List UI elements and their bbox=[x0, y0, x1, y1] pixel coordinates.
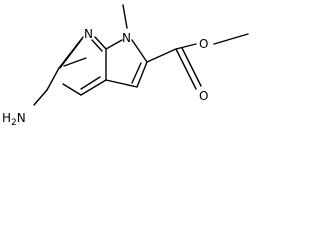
amino-h: H bbox=[2, 111, 11, 125]
atom-amino: H2N bbox=[2, 111, 26, 126]
bond-c5-amino bbox=[33, 89, 48, 106]
bond-c6-c7-double bbox=[63, 57, 87, 67]
atom-pyridine-n: N bbox=[84, 27, 93, 41]
bond-c2-c3-double bbox=[131, 62, 142, 84]
bond-c2-carbonyl-c bbox=[146, 48, 177, 63]
bond-carbonyl-c-o-ester bbox=[175, 43, 197, 50]
bond-carbonyl-double-2 bbox=[181, 47, 202, 87]
bond-carbonyl-double-1 bbox=[175, 48, 197, 90]
atom-ether-o: O bbox=[199, 37, 208, 51]
bond-c3a-c4-double bbox=[80, 76, 101, 90]
amino-n: N bbox=[17, 111, 26, 125]
bond-c5-c6 bbox=[46, 67, 60, 91]
bond-n7-c7a-double bbox=[91, 39, 103, 52]
bond-c4-c5 bbox=[62, 83, 82, 96]
molecule-diagram: N N O O H2N bbox=[0, 0, 292, 126]
bond-c3a-c4 bbox=[80, 79, 107, 96]
atom-pyrrole-n: N bbox=[122, 31, 131, 45]
bond-n7-c7a bbox=[94, 36, 107, 50]
bond-c6-n7 bbox=[58, 36, 84, 69]
bond-c7a-n1 bbox=[105, 39, 123, 50]
structure-drawing: N N O O H2N bbox=[2, 4, 249, 126]
amino-subscript: 2 bbox=[11, 118, 17, 126]
bond-c2-c3 bbox=[136, 61, 148, 88]
bond-n1-methyl bbox=[122, 4, 128, 29]
bond-n1-c2 bbox=[131, 39, 148, 63]
bond-o-ester-methyl bbox=[213, 33, 249, 45]
atom-carbonyl-o: O bbox=[199, 89, 208, 103]
bond-c3-c3a bbox=[105, 79, 138, 88]
